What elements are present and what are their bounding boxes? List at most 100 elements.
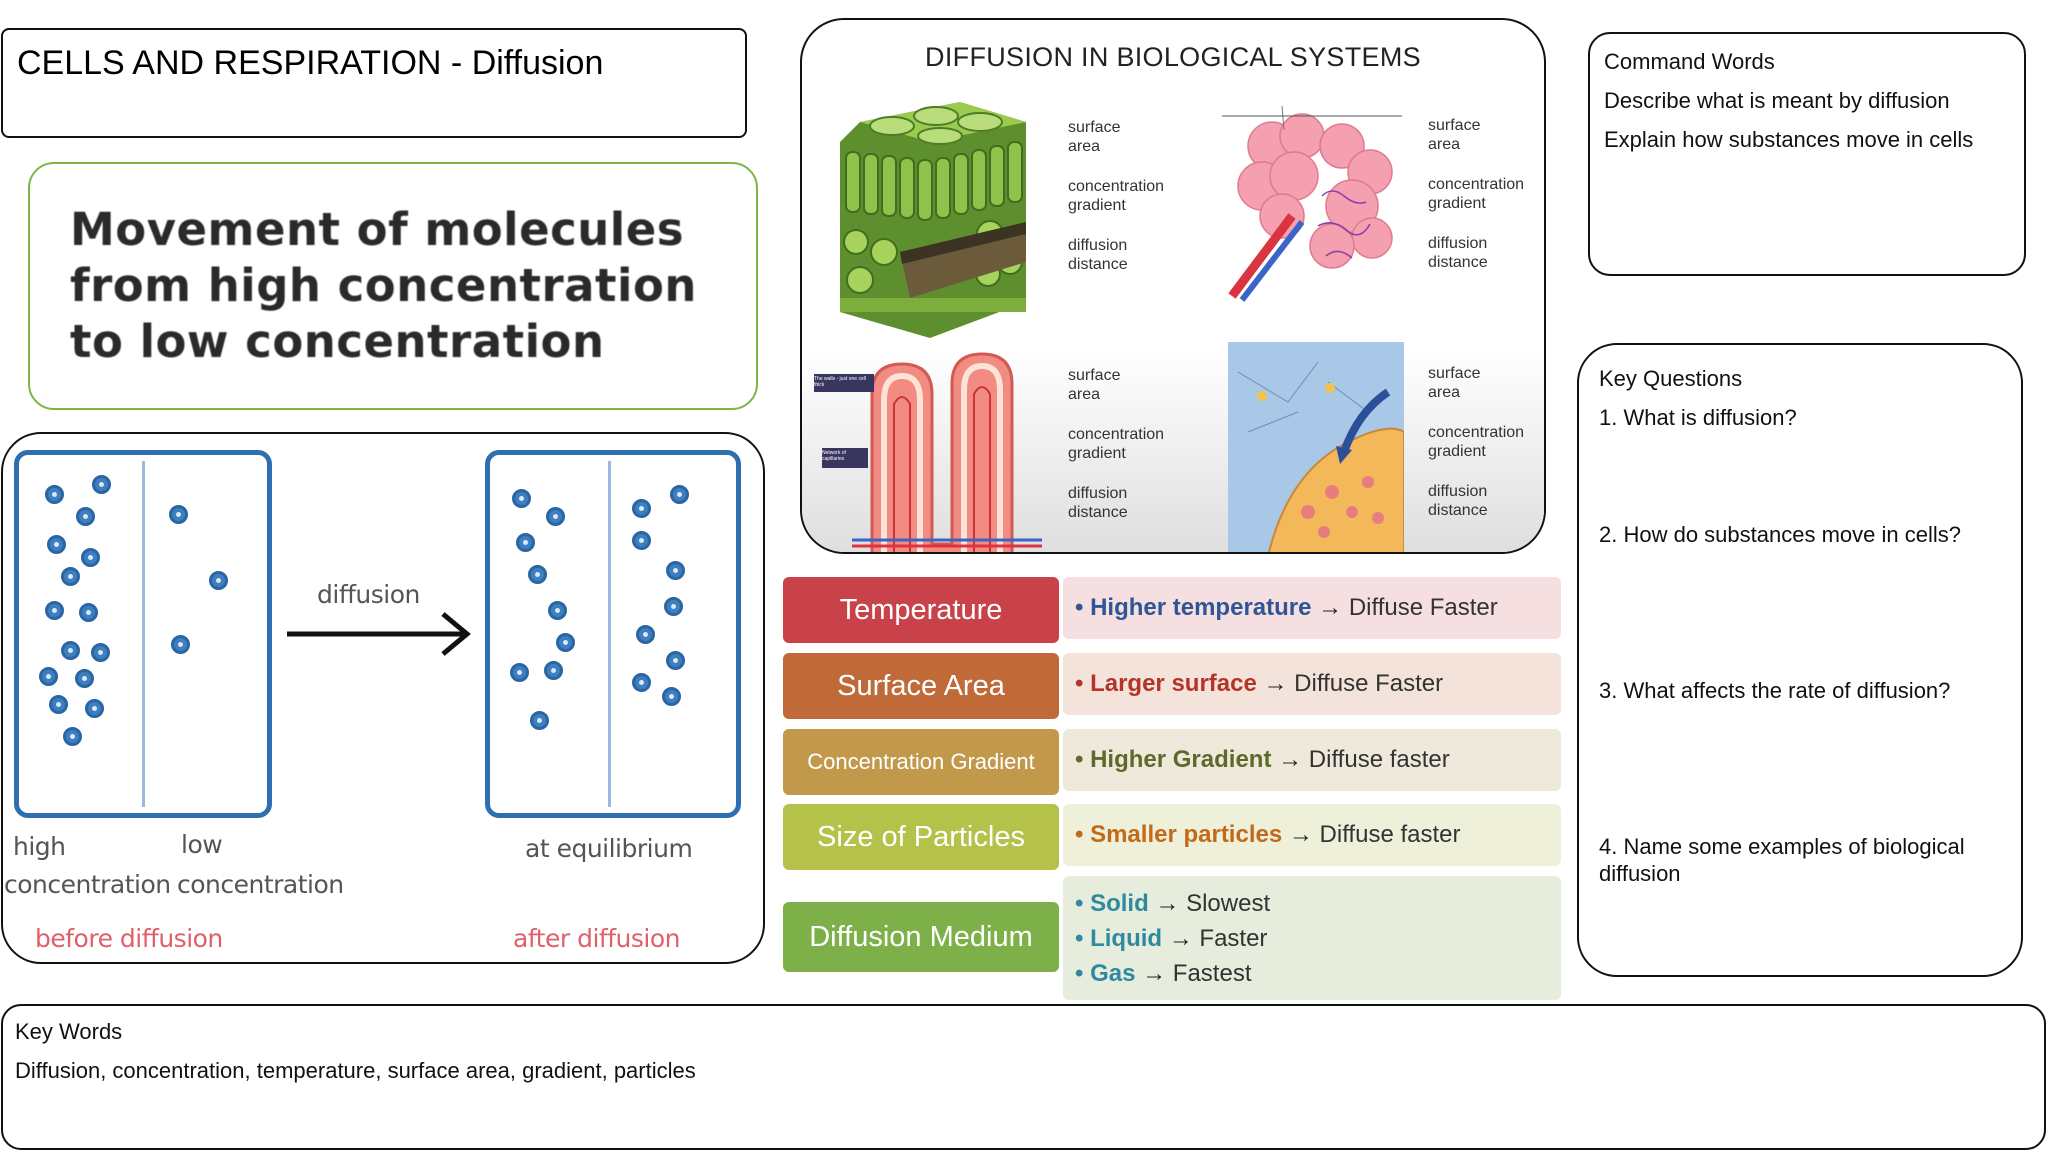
factor-effect-bold: Smaller particles <box>1090 821 1283 848</box>
before-container <box>14 450 272 818</box>
factor-effect-rest: Diffuse Faster <box>1294 670 1444 697</box>
factor-effect: • Higher temperature → Diffuse Faster <box>1063 577 1561 639</box>
particle <box>516 533 535 552</box>
factor-row-size-of-particles: Size of Particles • Smaller particles → … <box>783 804 1561 870</box>
particle <box>670 485 689 504</box>
particle <box>39 667 58 686</box>
factor-name: Surface Area <box>783 653 1059 719</box>
command-words-box: Command Words Describe what is meant by … <box>1588 32 2026 276</box>
villi-labels: surface area concentration gradient diffus… <box>1068 366 1164 543</box>
distance-label: distance <box>1428 502 1488 519</box>
particle <box>85 699 104 718</box>
particle <box>47 535 66 554</box>
villi-note-walls: The walls - just one cell thick <box>814 376 866 388</box>
factor-effect: • Solid → Slowest • Liquid → Faster • Ga… <box>1063 876 1561 1000</box>
particle <box>169 505 188 524</box>
factor-row-temperature: Temperature • Higher temperature → Diffu… <box>783 577 1561 643</box>
area-label: area <box>1428 136 1461 153</box>
concentration-label: concentration <box>1068 178 1165 195</box>
area-label: area <box>1068 386 1101 403</box>
particle <box>664 597 683 616</box>
particle <box>61 567 80 586</box>
distance-label: distance <box>1428 254 1488 271</box>
bio-heading: DIFFUSION IN BIOLOGICAL SYSTEMS <box>925 42 1421 72</box>
title-box: CELLS AND RESPIRATION - Diffusion <box>1 28 747 138</box>
synapse-illustration <box>1228 342 1404 552</box>
particle <box>63 727 82 746</box>
command-word-item: Explain how substances move in cells <box>1604 127 1974 152</box>
particle <box>632 673 651 692</box>
particle <box>512 489 531 508</box>
equilibrium-label: at equilibrium <box>525 834 693 863</box>
particle <box>636 625 655 644</box>
villi-illustration <box>814 352 1042 552</box>
concentration-label: concentration <box>1068 426 1165 443</box>
diffusion-label: diffusion <box>1428 483 1488 500</box>
particle <box>546 507 565 526</box>
arrow-right-icon <box>287 612 471 656</box>
membrane <box>142 461 145 807</box>
definition-line: Movement of molecules <box>70 203 685 256</box>
key-words-heading: Key Words <box>15 1019 123 1044</box>
factor-row-concentration-gradient: Concentration Gradient • Higher Gradient… <box>783 729 1561 795</box>
particle <box>209 571 228 590</box>
villi-note-capillaries: Network of capillaries <box>822 450 846 462</box>
factor-row-diffusion-medium: Diffusion Medium • Solid → Slowest • Liq… <box>783 876 1561 1000</box>
key-question: 3. What affects the rate of diffusion? <box>1599 678 1951 703</box>
particle <box>91 643 110 662</box>
surface-label: surface <box>1068 367 1121 384</box>
page-title: CELLS AND RESPIRATION - Diffusion <box>17 44 604 82</box>
factor-effect: • Higher Gradient → Diffuse faster <box>1063 729 1561 791</box>
after-container <box>485 450 741 818</box>
low-label: low <box>181 830 223 859</box>
command-words-heading: Command Words <box>1604 49 1775 74</box>
particle <box>544 661 563 680</box>
particle <box>45 601 64 620</box>
membrane <box>608 461 611 807</box>
area-label: area <box>1428 384 1461 401</box>
surface-label: surface <box>1068 119 1121 136</box>
surface-label: surface <box>1428 365 1481 382</box>
gradient-label: gradient <box>1428 195 1486 212</box>
particle <box>45 485 64 504</box>
key-question: 4. Name some examples of biological diff… <box>1599 834 1965 886</box>
low-concentration-label: concentration <box>177 870 344 899</box>
factor-effect-rest: Faster <box>1199 924 1268 952</box>
before-diffusion-label: before diffusion <box>35 924 223 953</box>
particle <box>92 475 111 494</box>
synapse-labels: surface area concentration gradient diffus… <box>1428 364 1524 541</box>
area-label: area <box>1068 138 1101 155</box>
particle <box>556 633 575 652</box>
gradient-label: gradient <box>1068 445 1126 462</box>
particle <box>79 603 98 622</box>
particle <box>662 687 681 706</box>
after-diffusion-label: after diffusion <box>513 924 680 953</box>
distance-label: distance <box>1068 256 1128 273</box>
particle <box>76 507 95 526</box>
factor-effect: • Larger surface → Diffuse Faster <box>1063 653 1561 715</box>
factor-name: Size of Particles <box>783 804 1059 870</box>
leaf-section-illustration <box>840 102 1026 338</box>
distance-label: distance <box>1068 504 1128 521</box>
diffusion-arrow-label: diffusion <box>317 580 420 609</box>
factor-effect-bold: Solid <box>1090 889 1149 917</box>
surface-label: surface <box>1428 117 1481 134</box>
particle <box>632 499 651 518</box>
concentration-label: concentration <box>1428 424 1525 441</box>
command-word-item: Describe what is meant by diffusion <box>1604 88 1950 113</box>
key-questions-box: Key Questions 1. What is diffusion? 2. H… <box>1577 343 2023 977</box>
key-question: 1. What is diffusion? <box>1599 405 1797 430</box>
gradient-label: gradient <box>1428 443 1486 460</box>
particle <box>61 641 80 660</box>
particle <box>81 548 100 567</box>
particle <box>49 695 68 714</box>
particle <box>171 635 190 654</box>
particle <box>510 663 529 682</box>
factor-effect-bold: Liquid <box>1090 924 1163 952</box>
definition-line: to low concentration <box>70 315 605 368</box>
particle <box>528 565 547 584</box>
diffusion-label: diffusion <box>1068 485 1128 502</box>
gradient-label: gradient <box>1068 197 1126 214</box>
